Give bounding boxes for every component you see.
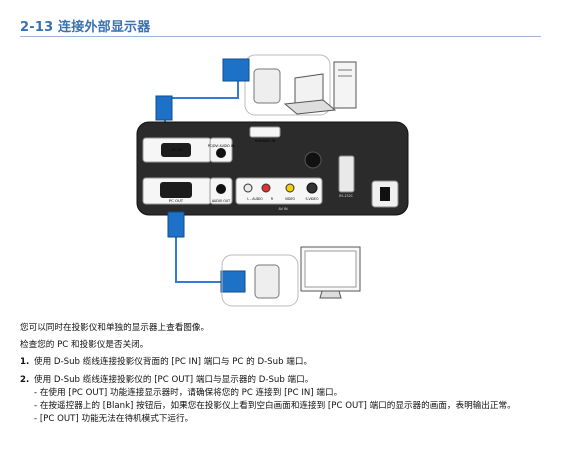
pc-in-label: PC IN bbox=[172, 147, 182, 152]
audio-l-jack bbox=[243, 183, 253, 193]
monitor-dsub-port bbox=[254, 264, 280, 299]
hdmi-label: HDMI/DVI IN bbox=[255, 139, 276, 143]
svideo-label: S-VIDEO bbox=[305, 197, 319, 201]
video-label: VIDEO bbox=[285, 197, 296, 201]
audio-r-label: R bbox=[271, 197, 274, 201]
note-1: - 在使用 [PC OUT] 功能连接显示器时，请确保将您的 PC 连接到 [P… bbox=[34, 388, 343, 398]
pc-audio-in-jack bbox=[216, 148, 226, 158]
monitor bbox=[300, 246, 361, 299]
svideo-jack bbox=[306, 182, 318, 194]
pc-in-port bbox=[161, 143, 191, 157]
audio-out-jack bbox=[216, 184, 226, 194]
tower-pc bbox=[333, 61, 357, 109]
bottom-cable bbox=[167, 211, 299, 307]
projector-back-panel: PC IN PC/DVI AUDIO IN HDMI/DVI IN PC OUT… bbox=[136, 121, 409, 216]
note-2: - 在按遥控器上的 [Blank] 按钮后，如果您在投影仪上看到空白画面和连接到… bbox=[34, 401, 516, 411]
note-3: - [PC OUT] 功能无法在待机模式下运行。 bbox=[34, 414, 194, 424]
laptop bbox=[283, 73, 337, 115]
av-in-frame bbox=[235, 177, 323, 205]
step-2-text: 使用 D-Sub 缆线连接投影仪的 [PC OUT] 端口与显示器的 D-Sub… bbox=[34, 375, 314, 385]
rs232c-port bbox=[338, 155, 355, 193]
dsub-plug-bottom bbox=[167, 211, 185, 238]
av-in-label: AV IN bbox=[278, 207, 287, 211]
monitor-port-callout bbox=[221, 254, 299, 307]
rs232c-label: RS-232C bbox=[339, 194, 353, 198]
audio-out-label: AUDIO OUT bbox=[212, 199, 230, 203]
pc-dsub-port bbox=[253, 68, 281, 104]
pc-port-callout bbox=[244, 54, 331, 116]
top-cable bbox=[155, 54, 331, 140]
step-2-number: 2. bbox=[20, 375, 30, 385]
step-1-number: 1. bbox=[20, 357, 30, 367]
dsub-plug-top bbox=[155, 95, 173, 121]
audio-r-jack bbox=[261, 183, 271, 193]
pc-audio-in-label: PC/DVI AUDIO IN bbox=[208, 144, 235, 148]
audio-l-label: L - AUDIO bbox=[247, 197, 263, 201]
power-socket-hole bbox=[380, 187, 390, 201]
step-1: 1. 使用 D-Sub 缆线连接投影仪背面的 [PC IN] 端口与 PC 的 D… bbox=[20, 356, 312, 368]
step-1-text: 使用 D-Sub 缆线连接投影仪背面的 [PC IN] 端口与 PC 的 D-S… bbox=[34, 357, 313, 367]
pc-out-label: PC OUT bbox=[169, 198, 184, 203]
section-header: 2-13 连接外部显示器 bbox=[20, 16, 541, 37]
hdmi-port bbox=[249, 126, 281, 138]
dsub-plug-monitor bbox=[220, 270, 246, 293]
connection-diagram: PC IN PC/DVI AUDIO IN HDMI/DVI IN PC OUT… bbox=[136, 54, 409, 307]
step-2: 2. 使用 D-Sub 缆线连接投影仪的 [PC OUT] 端口与显示器的 D-S… bbox=[20, 374, 313, 386]
intro-paragraph-2: 检查您的 PC 和投影仪是否关闭。 bbox=[20, 340, 149, 350]
section-title: 2-13 连接外部显示器 bbox=[20, 20, 151, 35]
round-knob bbox=[304, 151, 322, 169]
dsub-plug-pc bbox=[222, 58, 250, 82]
video-jack bbox=[285, 183, 295, 193]
intro-paragraph-1: 您可以同时在投影仪和单独的显示器上查看图像。 bbox=[20, 323, 210, 333]
pc-out-port bbox=[160, 182, 192, 198]
